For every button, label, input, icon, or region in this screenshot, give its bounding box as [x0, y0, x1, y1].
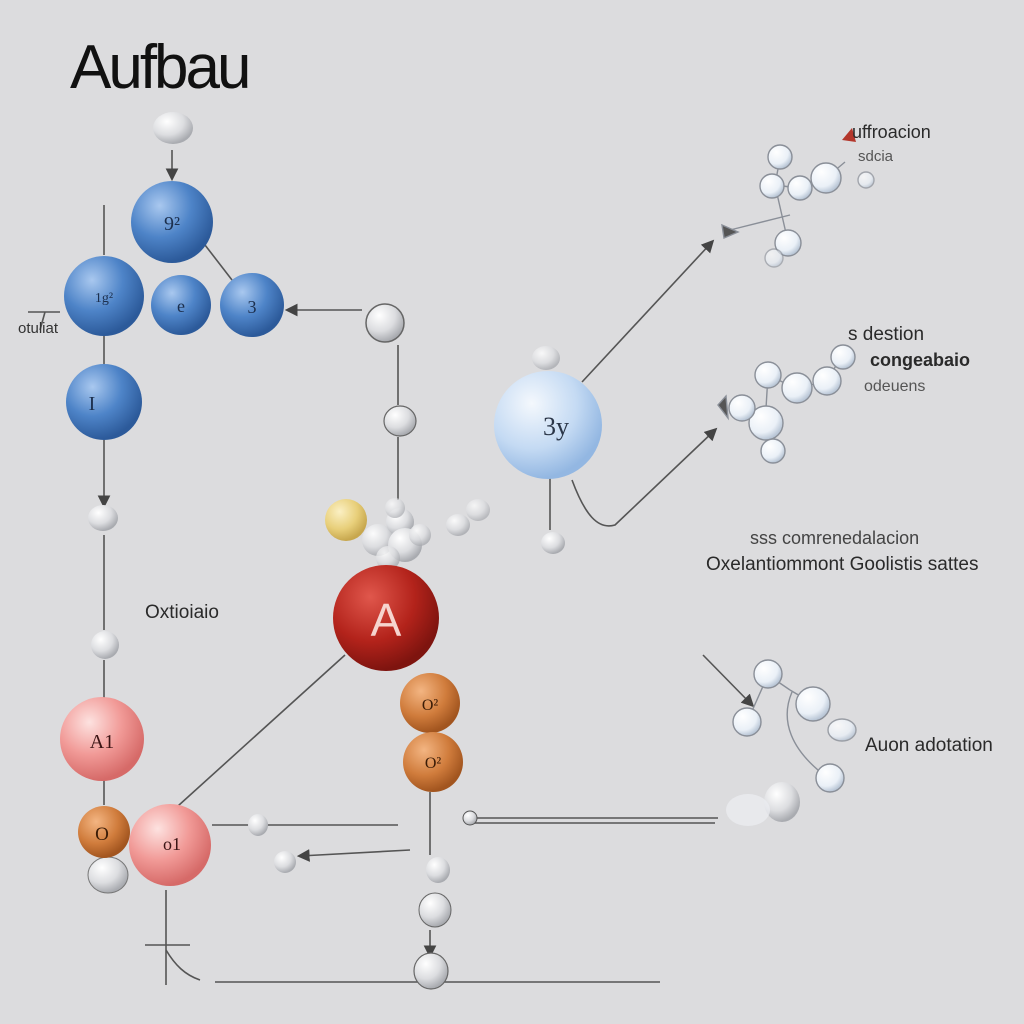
sphere-blue-top: 9²: [131, 181, 213, 263]
sphere-orange-small: O: [78, 806, 130, 858]
top-right-sublabel: sdcia: [858, 148, 894, 165]
node: [446, 514, 470, 536]
page-title: Aufbau: [70, 33, 252, 102]
connector-line: [167, 654, 346, 816]
node: [153, 112, 193, 144]
sphere-orange-2: O²: [403, 732, 463, 792]
node: [541, 532, 565, 554]
sphere-label: 3: [248, 297, 257, 317]
sphere-pink-bottom: o1: [129, 804, 211, 886]
node: [532, 346, 560, 370]
sphere-label: 9²: [164, 213, 180, 235]
node: [466, 499, 490, 521]
sphere-label: o1: [163, 834, 181, 854]
connector-line: [204, 244, 233, 281]
bottom-right-label: Auon adotation: [865, 735, 993, 756]
node: [413, 952, 449, 990]
node: [383, 405, 417, 437]
sphere-label: O²: [425, 755, 442, 772]
connector-line: [39, 311, 46, 331]
node: [91, 631, 119, 659]
sphere-label: 1g²: [95, 291, 113, 306]
sphere-label: I: [89, 393, 96, 415]
mid-right-label: s destion: [848, 324, 925, 345]
sphere-red-big: A: [333, 565, 439, 671]
sphere-label: A1: [90, 731, 114, 753]
electron-cloud: [362, 498, 431, 570]
molecule-cluster-mid: [717, 344, 856, 464]
sphere-pink-left: A1: [60, 697, 144, 781]
side-label: otuliat: [18, 320, 59, 337]
node: [462, 810, 478, 826]
connector-line: [165, 949, 201, 981]
top-right-label: uffroacion: [852, 122, 931, 142]
sphere-blue-right: 3: [220, 273, 284, 337]
sphere-blue-left: 1g²: [64, 256, 144, 336]
right-label: sss comrenedalacion: [750, 528, 920, 548]
node: [87, 856, 129, 894]
oxidation-label: Oxtioiaio: [145, 602, 219, 623]
sphere-label: A: [371, 594, 402, 646]
spheres: 9² 1g² e 3 I 3y A O²: [60, 181, 602, 886]
node: [274, 851, 296, 873]
sphere-yellow: [325, 499, 367, 541]
node: [426, 857, 450, 883]
connector-line: [296, 849, 411, 862]
connector-line: [581, 239, 715, 383]
node: [365, 303, 405, 343]
mid-right-sublabel: odeuens: [864, 378, 926, 395]
sphere-orange-1: O²: [400, 673, 460, 733]
molecule-cluster-top: [721, 128, 875, 268]
mid-right-label-bold: congeabaio: [870, 350, 971, 370]
sphere-blue-mid: e: [151, 275, 211, 335]
sphere-label: O²: [422, 697, 439, 714]
grey-nodes: [87, 112, 565, 990]
sphere-label: 3y: [543, 412, 569, 441]
molecule-cluster-bottom: [726, 659, 857, 826]
connector-line: [702, 654, 755, 708]
node: [88, 505, 118, 531]
sphere-light-blue-big: 3y: [494, 371, 602, 479]
sphere-label: O: [95, 824, 109, 845]
connector-line: [571, 427, 718, 527]
node: [418, 892, 452, 928]
sphere-label: e: [177, 296, 185, 316]
sphere-blue-low: I: [66, 364, 142, 440]
node: [248, 814, 268, 836]
right-label-main: Oxelantiommont Goolistis sattes: [706, 554, 979, 575]
